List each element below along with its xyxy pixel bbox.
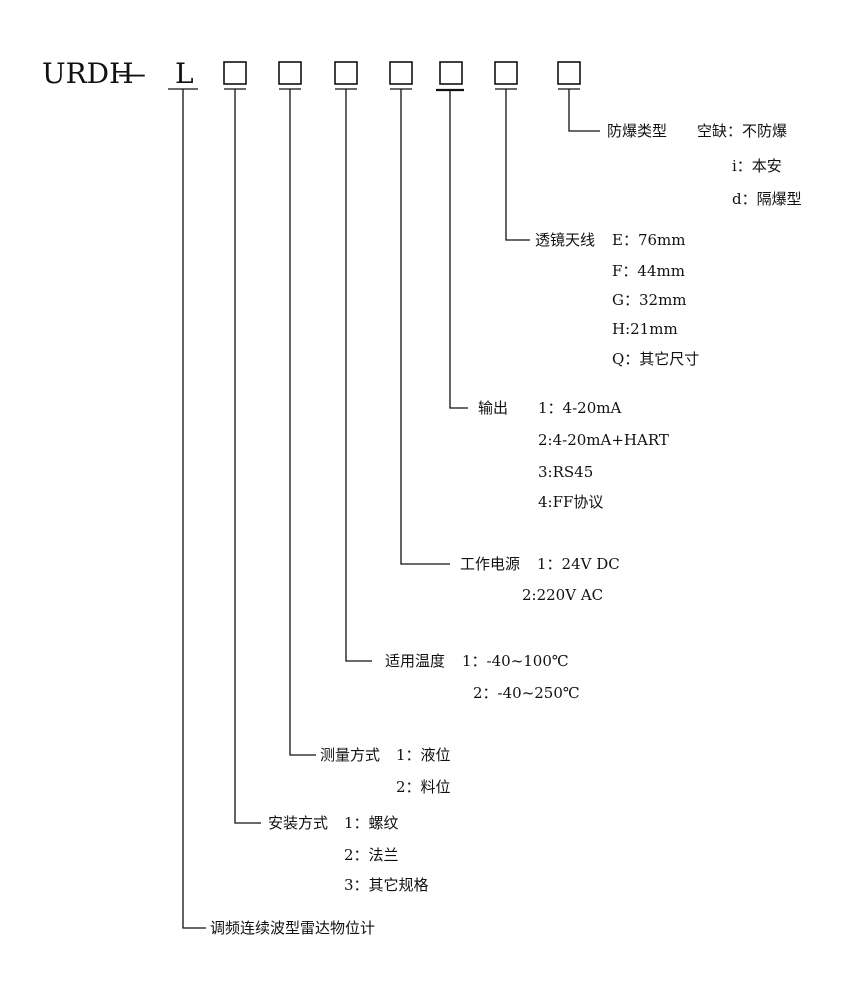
option-explosion-flameproof: d：隔爆型: [732, 190, 802, 208]
field-label-power-supply: 工作电源: [460, 555, 521, 573]
option-explosion-none: 空缺：不防爆: [697, 122, 788, 140]
code-box-2: [278, 61, 302, 85]
option-power-2: 2:220V AC: [522, 586, 604, 604]
code-box-4: [389, 61, 413, 85]
option-installation-2: 2：法兰: [344, 846, 399, 864]
connector-explosion-type: [568, 89, 600, 132]
code-box-6: [494, 61, 518, 85]
code-box-1: [223, 61, 247, 85]
field-label-explosion-type: 防爆类型: [607, 122, 668, 140]
option-temperature-1: 1：-40~100℃: [462, 652, 569, 670]
option-antenna-g: G：32mm: [612, 291, 687, 309]
option-temperature-2: 2：-40~250℃: [473, 684, 580, 702]
code-box-5: [439, 61, 463, 85]
connector-power-supply: [400, 89, 450, 565]
code-box-7: [557, 61, 581, 85]
connector-output: [449, 90, 468, 409]
field-label-installation: 安装方式: [268, 814, 329, 832]
connector-installation: [234, 89, 261, 824]
option-installation-1: 1：螺纹: [344, 814, 399, 832]
code-box-3: [334, 61, 358, 85]
model-letter: L: [175, 57, 194, 90]
field-label-measurement-mode: 测量方式: [320, 746, 381, 764]
option-power-1: 1：24V DC: [537, 555, 620, 573]
model-dash: —: [118, 57, 146, 90]
model-prefix: URDH: [42, 57, 134, 90]
option-antenna-h: H:21mm: [612, 320, 678, 338]
option-measurement-2: 2：料位: [396, 778, 451, 796]
option-antenna-f: F：44mm: [612, 262, 685, 280]
option-antenna-q: Q：其它尺寸: [612, 350, 700, 368]
connector-temperature: [345, 89, 372, 662]
field-label-temperature: 适用温度: [385, 652, 446, 670]
connector-product-name: [182, 89, 206, 929]
option-installation-3: 3：其它规格: [344, 876, 429, 894]
option-antenna-e: E：76mm: [612, 231, 686, 249]
option-output-1: 1：4-20mA: [538, 399, 622, 417]
product-name: 调频连续波型雷达物位计: [210, 919, 376, 937]
field-label-output: 输出: [478, 399, 509, 417]
connector-lens-antenna: [505, 89, 530, 241]
option-output-3: 3:RS45: [538, 463, 594, 481]
option-output-4: 4:FF协议: [538, 493, 604, 511]
option-measurement-1: 1：液位: [396, 746, 451, 764]
option-output-2: 2:4-20mA+HART: [538, 431, 669, 449]
option-explosion-intrinsic: i：本安: [732, 157, 782, 175]
field-label-lens-antenna: 透镜天线: [535, 231, 596, 249]
connector-measurement-mode: [289, 89, 316, 756]
